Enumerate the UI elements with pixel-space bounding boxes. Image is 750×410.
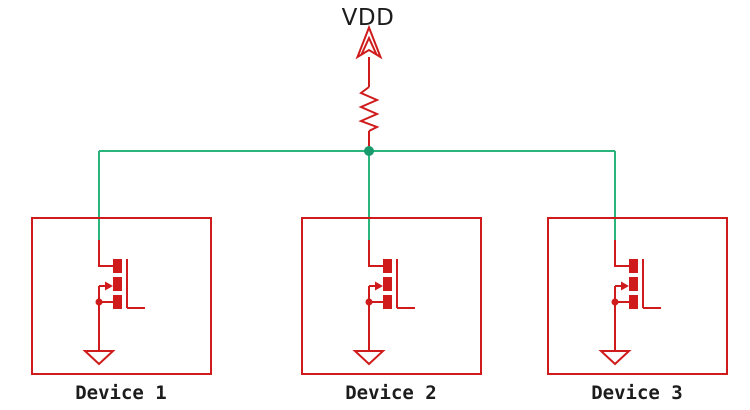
device-1-group xyxy=(31,217,212,375)
ground-icon xyxy=(82,350,116,366)
channel-bar-bottom xyxy=(629,295,638,309)
device-3-group xyxy=(547,217,728,375)
body-arrowhead xyxy=(621,281,629,291)
body-arrowhead xyxy=(105,281,113,291)
ground-icon xyxy=(352,350,386,366)
source-junction-dot xyxy=(611,298,619,306)
vdd-power-icon xyxy=(355,24,383,87)
wire-junction-dot-icon xyxy=(364,146,374,156)
device-2-group xyxy=(301,217,482,375)
body-arrowhead xyxy=(375,281,383,291)
channel-bar-top xyxy=(113,259,122,273)
channel-bar-middle xyxy=(629,277,638,291)
source-junction-dot xyxy=(365,298,373,306)
source-junction-dot xyxy=(95,298,103,306)
nmos-transistor-icon xyxy=(611,240,661,351)
device-1-boundary-box xyxy=(31,217,212,375)
vdd-arrow-inner-chevron xyxy=(360,35,378,55)
device-1-label: Device 1 xyxy=(75,382,167,404)
channel-bar-bottom xyxy=(113,295,122,309)
nmos-transistor-icon xyxy=(365,240,415,351)
resistor-icon xyxy=(358,86,380,149)
resistor-zigzag xyxy=(358,86,380,132)
nmos-transistor-icon xyxy=(95,240,145,351)
channel-bar-middle xyxy=(113,277,122,291)
vdd-net-label: VDD xyxy=(342,5,395,31)
channel-bar-bottom xyxy=(383,295,392,309)
net-wires xyxy=(98,150,616,242)
channel-bar-top xyxy=(383,259,392,273)
channel-bar-top xyxy=(629,259,638,273)
ground-icon xyxy=(598,350,632,366)
vdd-arrow-outline xyxy=(355,24,383,60)
channel-bar-middle xyxy=(383,277,392,291)
device-3-boundary-box xyxy=(547,217,728,375)
device-3-label: Device 3 xyxy=(591,382,683,404)
device-2-label: Device 2 xyxy=(345,382,437,404)
device-2-boundary-box xyxy=(301,217,482,375)
